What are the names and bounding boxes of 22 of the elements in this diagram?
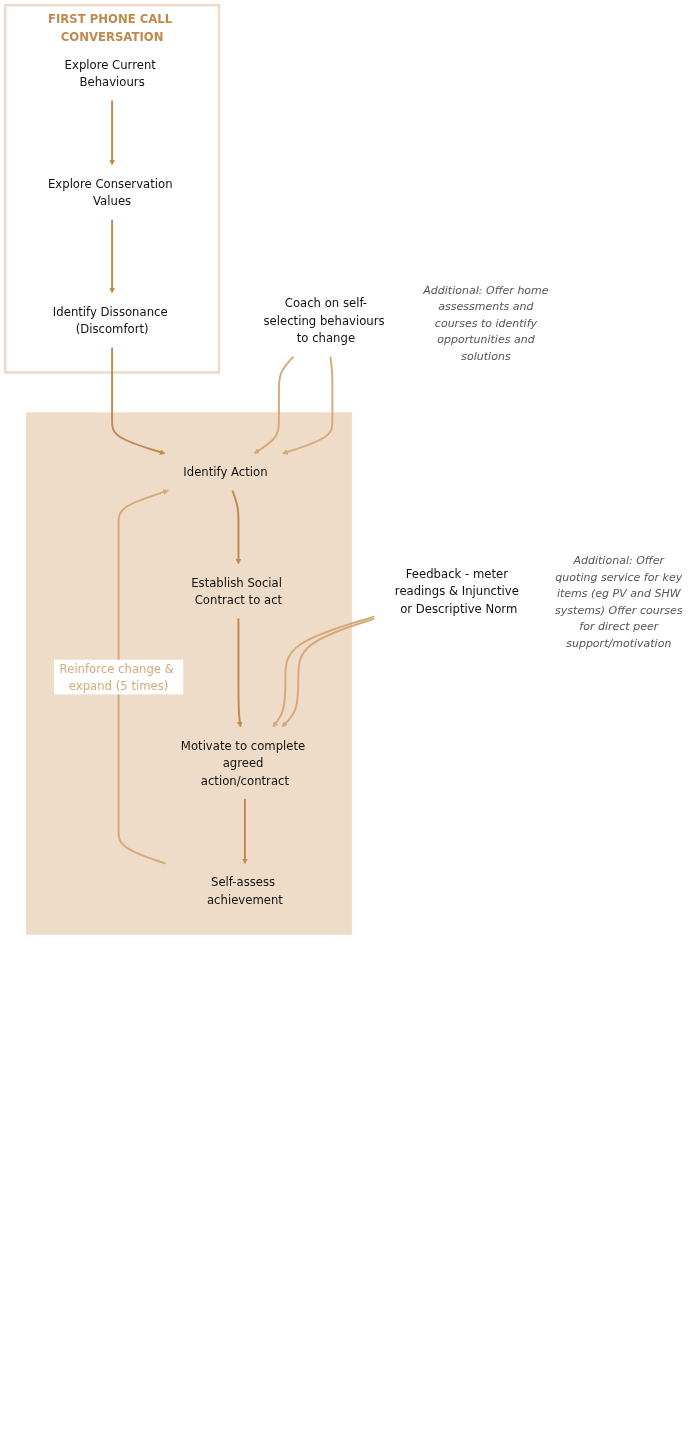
arrow: [253, 355, 295, 454]
note-text: Additional: Offer home assessments and courses to identify opportunities and solutions: [422, 282, 550, 365]
node-text: Motivate to complete agreed action/contract: [180, 738, 306, 788]
node-text: Coach on self-selecting behaviours to change: [263, 296, 385, 345]
arrow: [242, 797, 248, 864]
arrow: [117, 489, 169, 865]
node-text: Explore Current Behaviours: [64, 57, 156, 89]
node-text: Self-assess achievement: [206, 875, 283, 907]
arrow: [111, 346, 166, 455]
node-text: Establish Social Contract to act: [191, 575, 283, 607]
edge-label: Reinforce change & expand (5 times): [59, 661, 174, 693]
node-text: Identify Dissonance (Discomfort): [52, 304, 168, 336]
note-text: Additional: Offer quoting service for key items (eg PV and SHW systems) Offer courses for direct peer support/motivation: [554, 553, 684, 652]
node-text: Explore Conservation Values: [47, 176, 173, 208]
arrow: [109, 218, 115, 294]
arrow: [282, 355, 334, 455]
node-text: Feedback - meter readings & Injunctive or Descriptive Norm: [394, 566, 519, 616]
cluster: [25, 412, 353, 935]
node-text: Identify Action: [183, 465, 268, 479]
arrow: [231, 489, 242, 565]
arrow: [109, 99, 115, 166]
arrow: [237, 617, 243, 728]
